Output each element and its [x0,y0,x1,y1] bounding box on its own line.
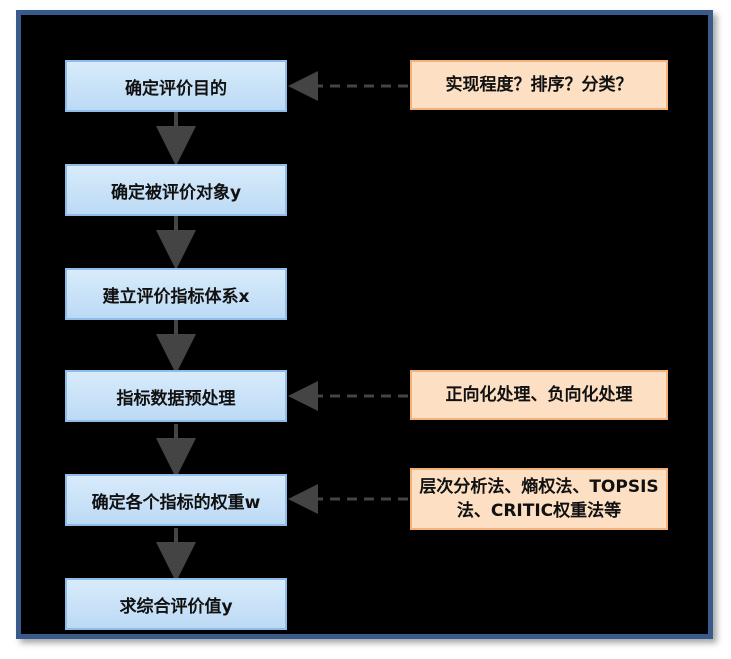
note-weights-line2: 法、CRITIC权重法等 [456,501,622,521]
note-preprocess: 正向化处理、负向化处理 [410,370,668,420]
note-weights-line1: 层次分析法、熵权法、TOPSIS [419,477,659,497]
note-purpose: 实现程度？排序？分类？ [410,60,668,110]
note-preprocess-text: 正向化处理、负向化处理 [445,385,633,405]
diagram-frame [16,10,713,639]
step-data-preprocessing: 指标数据预处理 [65,370,287,422]
note-purpose-text: 实现程度？排序？分类？ [445,75,633,95]
step-label: 确定各个指标的权重w [91,492,261,513]
note-weights: 层次分析法、熵权法、TOPSIS 法、CRITIC权重法等 [410,468,668,530]
step-label: 建立评价指标体系x [102,286,250,307]
step-evaluated-object: 确定被评价对象y [65,164,287,216]
step-indicator-weights: 确定各个指标的权重w [65,474,287,526]
step-indicator-system: 建立评价指标体系x [65,268,287,320]
step-label: 确定被评价对象y [110,182,242,203]
step-label: 求综合评价值y [119,596,233,617]
step-evaluation-purpose: 确定评价目的 [65,60,287,112]
step-label: 确定评价目的 [125,78,227,99]
step-label: 指标数据预处理 [116,388,236,409]
step-composite-score: 求综合评价值y [65,578,287,630]
